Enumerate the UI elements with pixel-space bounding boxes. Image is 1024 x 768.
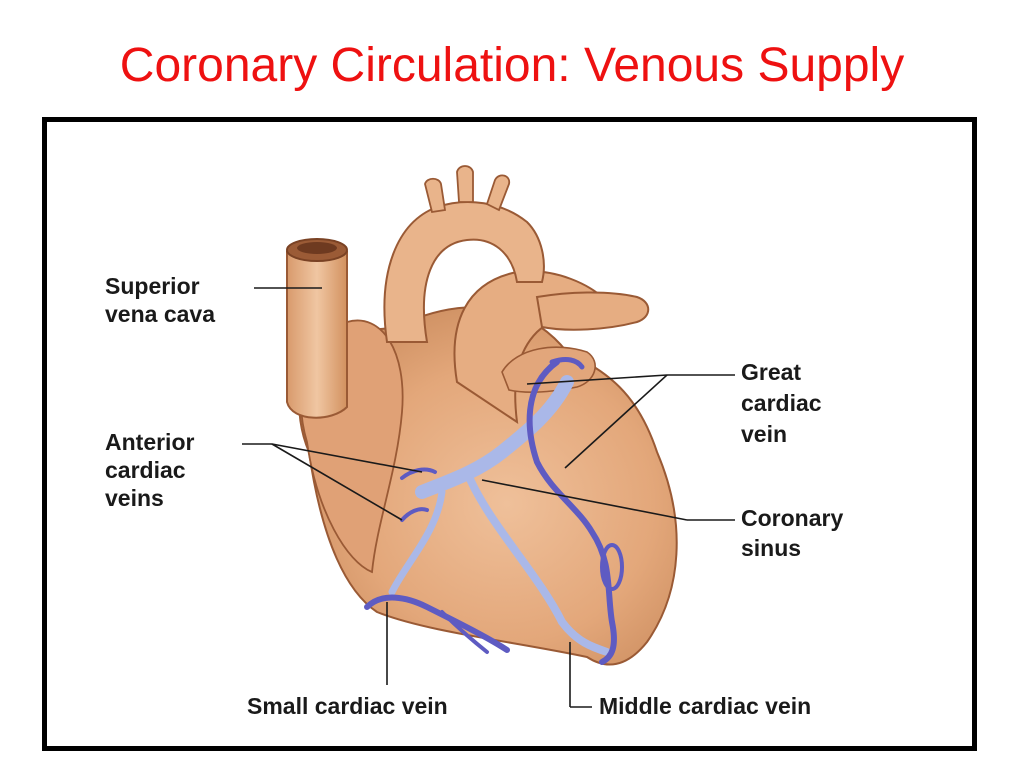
diagram-frame: Superior vena cava Anterior cardiac vein…	[42, 117, 977, 751]
small-cardiac-vein-vessel	[364, 594, 510, 653]
label-superior-vena-cava: Superior vena cava	[105, 273, 215, 327]
slide-title: Coronary Circulation: Venous Supply	[119, 39, 905, 92]
coronary-sinus-vessel	[415, 375, 574, 499]
anterior-cardiac-veins-vessel	[400, 467, 437, 522]
label-coronary-sinus: Coronary sinus	[741, 505, 850, 561]
label-great-cardiac-vein: Great cardiac vein	[741, 359, 828, 447]
label-middle-cardiac-vein: Middle cardiac vein	[599, 693, 811, 719]
leader-lines	[242, 287, 735, 708]
middle-cardiac-vein-vessel	[463, 468, 611, 656]
small-cardiac-vein-light	[388, 488, 446, 596]
label-anterior-cardiac-veins: Anterior cardiac veins	[105, 429, 201, 511]
aortic-branches	[424, 165, 511, 214]
label-small-cardiac-vein: Small cardiac vein	[247, 693, 448, 719]
heart-diagram: Superior vena cava Anterior cardiac vein…	[105, 165, 850, 719]
superior-vena-cava-vessel	[286, 251, 348, 419]
left-pulmonary-artery	[535, 291, 650, 331]
great-cardiac-vein-vessel	[526, 359, 617, 665]
aorta	[383, 201, 545, 343]
